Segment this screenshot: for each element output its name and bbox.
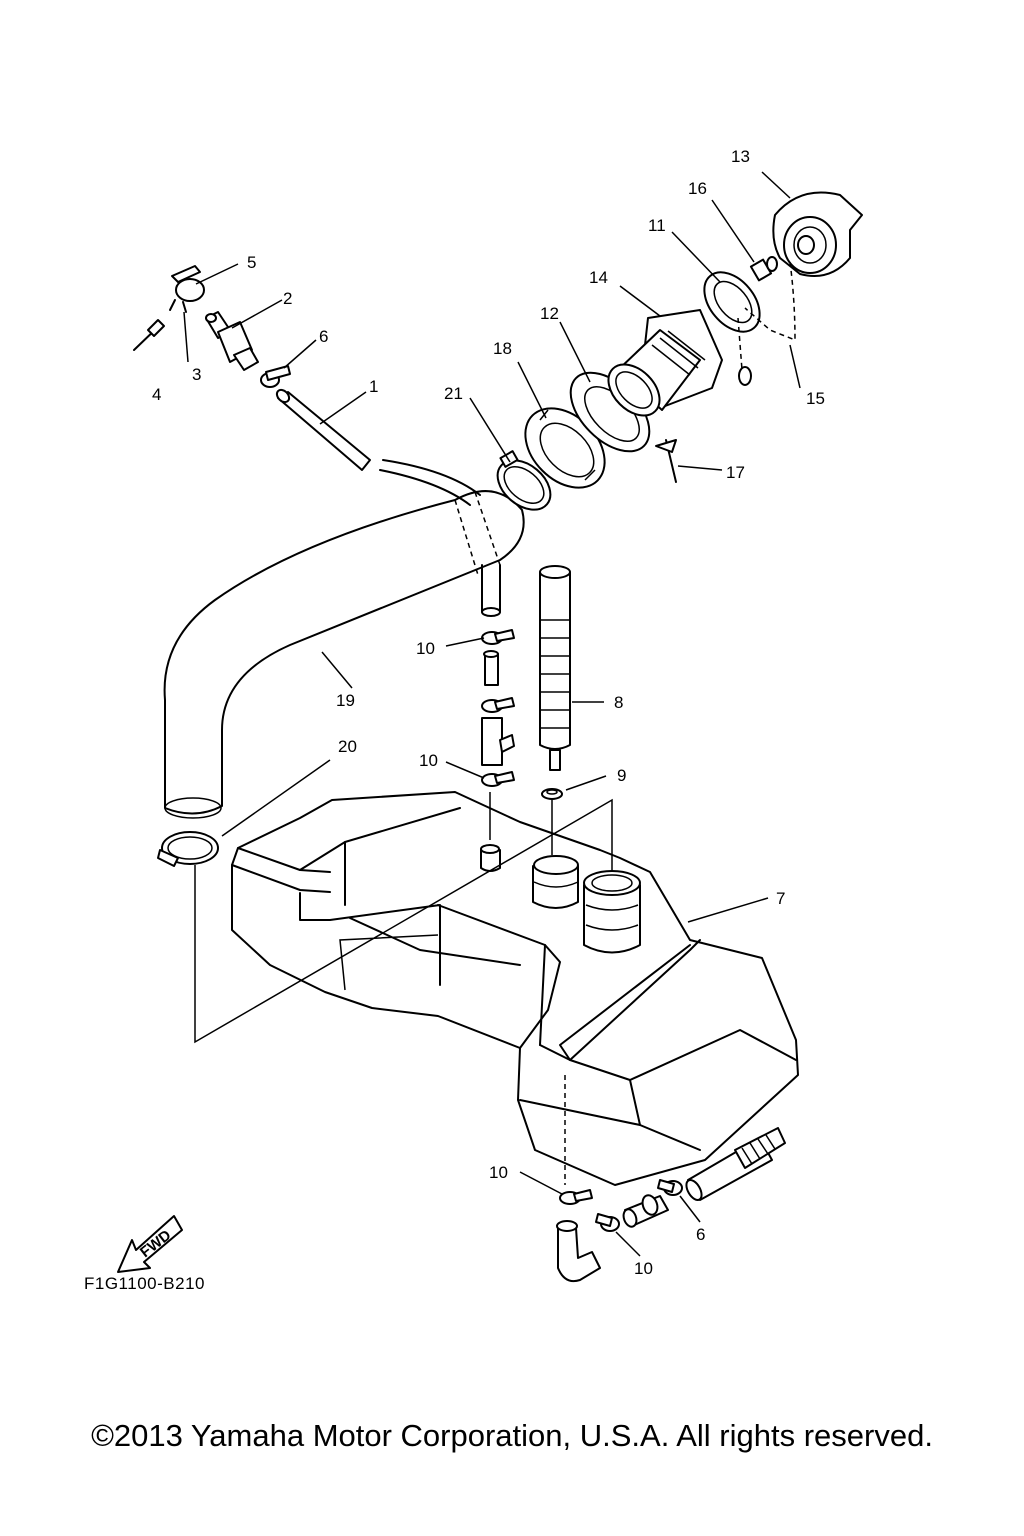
pickup-filter xyxy=(539,565,571,771)
label-10-lower-right: 10 xyxy=(634,1259,653,1278)
hose-clamp-21 xyxy=(496,450,552,511)
label-8: 8 xyxy=(614,693,623,712)
filler-gasket-11 xyxy=(703,271,761,333)
label-7: 7 xyxy=(776,889,785,908)
screw-16 xyxy=(749,256,778,282)
outlet-connector xyxy=(622,1194,669,1228)
label-15: 15 xyxy=(806,389,825,408)
breather-hose xyxy=(275,388,501,617)
label-16: 16 xyxy=(688,179,707,198)
label-5: 5 xyxy=(247,253,256,272)
tank-filler-neck xyxy=(583,870,641,954)
outlet-elbow xyxy=(556,1220,601,1283)
filler-neck xyxy=(607,309,723,417)
label-17: 17 xyxy=(726,463,745,482)
vent-tee xyxy=(481,717,515,766)
label-13: 13 xyxy=(731,147,750,166)
outlet-clip-10a xyxy=(559,1189,593,1205)
label-2: 2 xyxy=(283,289,292,308)
label-9: 9 xyxy=(617,766,626,785)
tank-vent-fitting xyxy=(480,844,501,872)
label-18: 18 xyxy=(493,339,512,358)
hose-fitting xyxy=(205,311,259,371)
rivet-17 xyxy=(655,439,677,483)
rivet-pin xyxy=(133,319,165,351)
outlet-clip-10b xyxy=(595,1213,620,1232)
tank-outlet-pipe xyxy=(685,1127,786,1201)
leader-lines xyxy=(183,171,801,1257)
vent-clip-lower xyxy=(481,771,515,787)
label-11: 11 xyxy=(648,216,666,235)
clamp-ring xyxy=(169,265,205,313)
vent-clip-upper xyxy=(481,629,515,645)
spring-clip-top xyxy=(260,365,291,388)
label-6-top: 6 xyxy=(319,327,328,346)
drawing-code: F1G1100-B210 xyxy=(84,1274,205,1293)
vent-connector xyxy=(483,650,499,686)
fuel-tank xyxy=(231,791,799,1186)
label-4: 4 xyxy=(152,385,161,404)
label-14: 14 xyxy=(589,268,608,287)
tank-pickup-grommet xyxy=(532,855,579,909)
cap-chain xyxy=(737,261,796,386)
assembly-lines xyxy=(194,792,613,1185)
grommet-9 xyxy=(541,788,563,800)
fwd-arrow: FWD xyxy=(117,1215,183,1273)
label-1: 1 xyxy=(369,377,378,396)
label-19: 19 xyxy=(336,691,355,710)
hose-clamp-20 xyxy=(157,831,219,867)
copyright-notice: ©2013 Yamaha Motor Corporation, U.S.A. A… xyxy=(91,1418,933,1453)
filler-cap xyxy=(772,191,863,277)
label-10-upper: 10 xyxy=(416,639,435,658)
label-10-lower-left: 10 xyxy=(489,1163,508,1182)
label-6-bottom: 6 xyxy=(696,1225,705,1244)
locking-nut xyxy=(524,407,606,489)
vent-clip-mid xyxy=(481,697,515,713)
label-10-mid: 10 xyxy=(419,751,438,770)
label-20: 20 xyxy=(338,737,357,756)
part-labels: 1 2 3 4 5 6 6 7 8 9 10 10 10 10 11 12 13… xyxy=(152,147,825,1278)
label-21: 21 xyxy=(444,384,463,403)
label-12: 12 xyxy=(540,304,559,323)
label-3: 3 xyxy=(192,365,201,384)
filler-hose xyxy=(163,490,525,819)
outlet-clip-6 xyxy=(657,1179,683,1196)
